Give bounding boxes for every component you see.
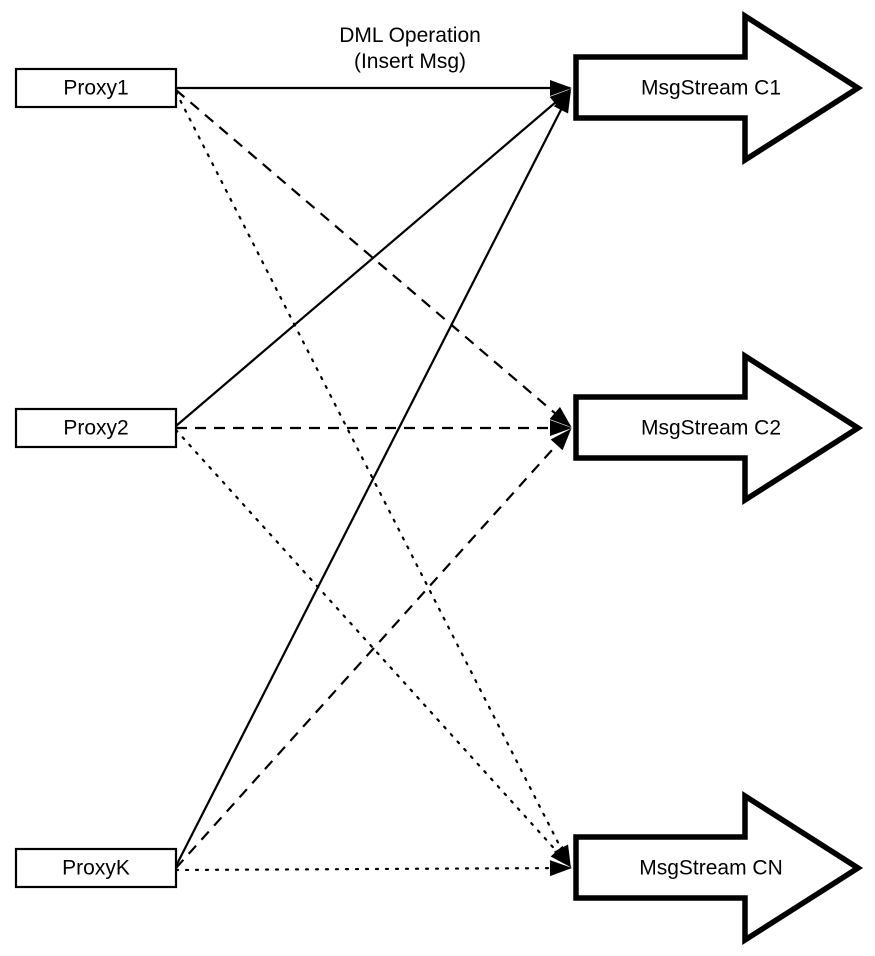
stream-label-stream-cn: MsgStream CN (639, 857, 783, 880)
proxy-label-proxy1: Proxy1 (63, 77, 128, 100)
connection-proxyK-to-cn (174, 866, 572, 872)
arrowhead-proxy2-to-c2 (550, 420, 572, 436)
connection-proxyK-to-c2 (175, 429, 571, 869)
proxy-box-proxy1 (14, 67, 178, 109)
stream-arrow-shape-stream-c1 (573, 10, 864, 166)
proxy-box-proxy2 (14, 407, 178, 449)
stream-label-stream-c1: MsgStream C1 (641, 77, 781, 100)
arrowhead-proxy1-to-c2 (549, 406, 572, 428)
proxy-node-proxy1[interactable]: Proxy1 (14, 67, 178, 109)
arrowhead-proxyK-to-c1 (553, 90, 571, 114)
proxy-node-proxy2[interactable]: Proxy2 (14, 407, 178, 449)
stream-label-stream-c2: MsgStream C2 (641, 417, 781, 440)
arrowheads-layer (549, 80, 572, 877)
arrowhead-proxy2-to-c1 (549, 88, 572, 110)
stream-node-stream-cn[interactable]: MsgStream CN (573, 790, 864, 946)
connection-proxyK-to-c1 (175, 91, 571, 867)
arrowhead-proxy1-to-c1 (550, 80, 572, 96)
dml-operation-annotation-line2: (Insert Msg) (354, 50, 466, 73)
arrowhead-proxy2-to-cn (550, 845, 572, 868)
stream-node-stream-c2[interactable]: MsgStream C2 (573, 350, 864, 506)
connection-proxy2-to-c1 (175, 89, 571, 427)
arrowhead-proxyK-to-cn (549, 860, 572, 877)
dml-operation-annotation-line1: DML Operation (339, 24, 481, 47)
proxy-label-proxy2: Proxy2 (63, 417, 128, 440)
stream-arrow-shape-stream-c2 (573, 350, 864, 506)
connections-layer (174, 86, 572, 872)
proxy-box-proxyK (14, 847, 178, 889)
connection-proxy1-to-c2 (175, 89, 571, 427)
proxy-node-proxyK[interactable]: ProxyK (14, 847, 178, 889)
streams-layer: MsgStream C1 MsgStream C2 MsgStream CN (573, 10, 864, 946)
stream-node-stream-c1[interactable]: MsgStream C1 (573, 10, 864, 166)
arrowhead-proxyK-to-c2 (550, 428, 572, 451)
dml-operation-annotation: DML Operation (Insert Msg) (339, 24, 481, 73)
stream-arrow-shape-stream-cn (573, 790, 864, 946)
annotations-layer: DML Operation (Insert Msg) (339, 24, 481, 73)
connection-proxy2-to-cn (174, 428, 572, 868)
proxy-label-proxyK: ProxyK (62, 857, 130, 880)
